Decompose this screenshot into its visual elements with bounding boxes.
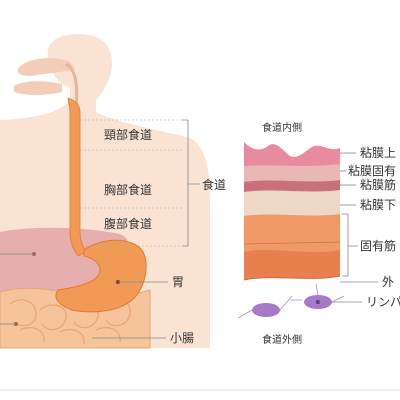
esophagus-tube <box>67 97 87 257</box>
label-stomach: 胃 <box>172 275 184 289</box>
wall-labels: 粘膜上 粘膜固有 粘膜筋 粘膜下 固有筋 外 リンパ <box>318 145 400 309</box>
label-abdominal: 腹部食道 <box>104 216 152 231</box>
label-thoracic: 胸部食道 <box>104 182 152 197</box>
wall-cross-section: 食道内側 食道外側 <box>237 121 345 346</box>
nasal-cavity <box>17 58 74 76</box>
label-wall-inner: 食道内側 <box>262 121 302 134</box>
oral-cavity <box>14 81 62 95</box>
label-esophagus: 食道 <box>202 177 226 192</box>
layer-muscularis-mucosae <box>244 178 340 192</box>
layer-epithelium <box>244 142 340 166</box>
label-muscularis-mucosae: 粘膜筋 <box>360 177 396 192</box>
label-submucosa: 粘膜下 <box>360 197 396 212</box>
layer-muscularis-inner <box>244 210 340 252</box>
esophagus-brace <box>182 119 200 247</box>
stomach <box>55 239 147 313</box>
label-small-intestine: 小腸 <box>170 331 194 345</box>
label-epithelium: 粘膜上 <box>360 145 396 160</box>
muscle-line <box>243 241 341 245</box>
lymph-fibers <box>237 283 345 319</box>
label-wall-outer: 食道外側 <box>262 333 302 346</box>
label-muscularis-propria: 固有筋 <box>360 238 396 253</box>
label-lymph: リンパ <box>366 295 400 309</box>
label-cervical: 頸部食道 <box>104 127 152 142</box>
label-adventitia: 外 <box>382 275 394 289</box>
label-lamina-propria: 粘膜固有 <box>348 163 396 178</box>
lymph-vessel-left <box>252 303 280 317</box>
layer-adventitia <box>243 275 341 281</box>
layer-submucosa <box>244 188 340 216</box>
